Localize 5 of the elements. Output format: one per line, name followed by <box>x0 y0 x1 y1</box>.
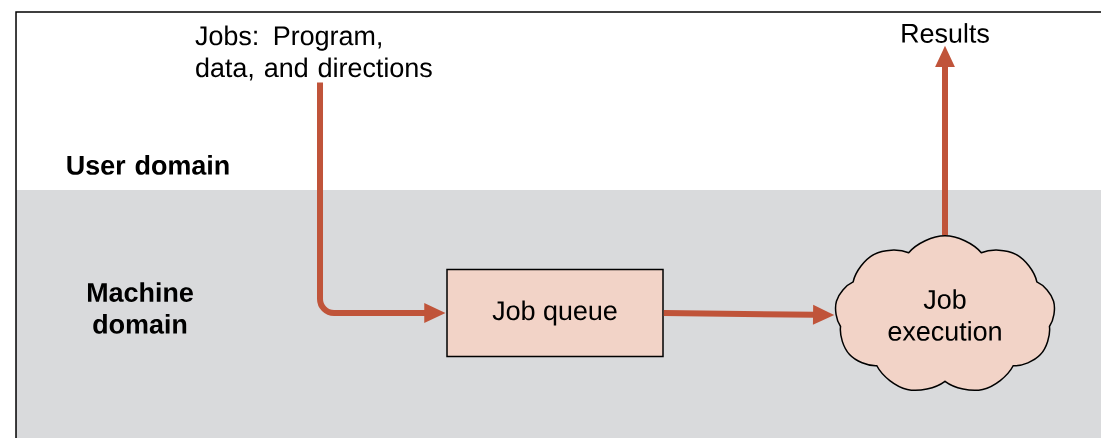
output-text: Results <box>902 23 989 43</box>
process-box: Job queue <box>446 268 664 358</box>
domain-label: Machine domain <box>88 282 193 334</box>
input-text: Jobs: Program, data, and directions <box>195 25 432 81</box>
domain-label: User domain <box>67 155 229 175</box>
